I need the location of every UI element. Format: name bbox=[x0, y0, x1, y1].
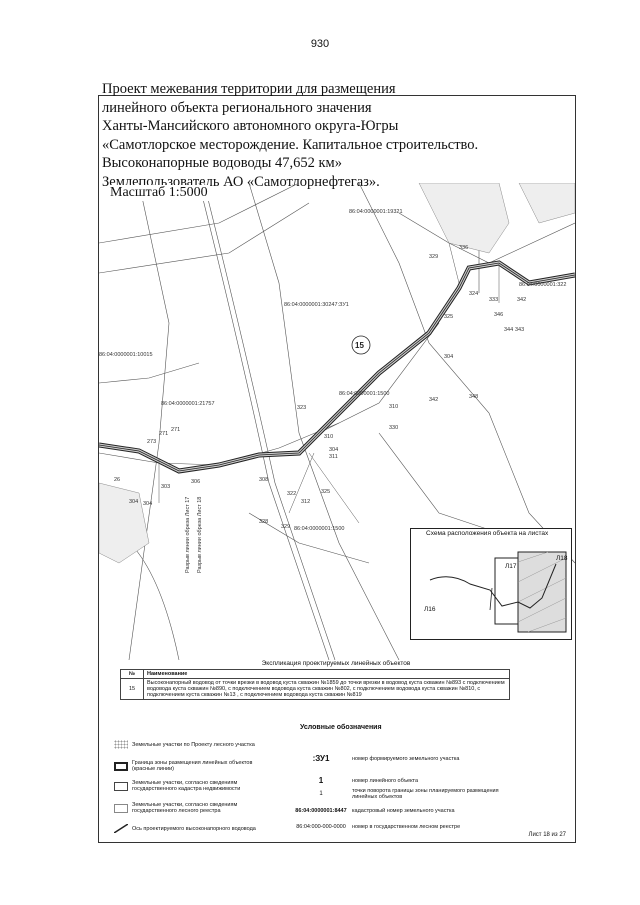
svg-text:273: 273 bbox=[147, 439, 156, 445]
table-row: 15 Высоконапорный водовод от точки врезк… bbox=[120, 678, 510, 700]
page-number: 930 bbox=[310, 38, 330, 50]
title-line: Ханты-Мансийского автономного округа-Югр… bbox=[102, 118, 399, 134]
svg-text:86:04:0000001:10015: 86:04:0000001:10015 bbox=[99, 352, 153, 358]
drawing-frame bbox=[98, 95, 576, 843]
svg-text:310: 310 bbox=[389, 404, 398, 410]
forest-swatch bbox=[114, 803, 128, 813]
svg-text:325: 325 bbox=[321, 489, 330, 495]
legend-symbol: :ЗУ1 bbox=[312, 754, 330, 763]
legend-item: 1 номер линейного объекта bbox=[290, 776, 418, 785]
svg-text:310: 310 bbox=[324, 434, 333, 440]
legend-text: Земельные участки по Проекту лесного уча… bbox=[132, 741, 255, 748]
legend-item: 86:04:0000001:8447 кадастровый номер зем… bbox=[290, 808, 455, 814]
sheet-number: Лист 18 из 27 bbox=[528, 832, 567, 838]
svg-text:304: 304 bbox=[329, 447, 338, 453]
svg-text:86:04:0000001:21757: 86:04:0000001:21757 bbox=[161, 401, 215, 407]
document-title: Проект межевания территории для размещен… bbox=[102, 80, 582, 191]
sheet-scheme-inset bbox=[410, 528, 572, 640]
svg-text:86:04:0000001:322: 86:04:0000001:322 bbox=[519, 282, 566, 288]
legend-item: Земельные участки, согласно сведениям го… bbox=[114, 780, 274, 792]
svg-text:304: 304 bbox=[444, 354, 453, 360]
cadastre-swatch bbox=[114, 781, 128, 791]
legend-text: номер линейного объекта bbox=[352, 777, 419, 784]
legend-text: номер формируемого земельного участка bbox=[352, 755, 460, 762]
legend-text: Земельные участки, согласно сведениям го… bbox=[132, 780, 241, 792]
svg-text:342: 342 bbox=[517, 297, 526, 303]
svg-text:15: 15 bbox=[355, 341, 364, 350]
svg-text:308: 308 bbox=[259, 477, 268, 483]
svg-text:348: 348 bbox=[469, 394, 478, 400]
svg-text:342: 342 bbox=[429, 397, 438, 403]
title-line: «Самотлорское месторождение. Капитальное… bbox=[102, 136, 479, 153]
svg-text:86:04:0000001:1500: 86:04:0000001:1500 bbox=[339, 391, 389, 397]
legend-symbol: 1 bbox=[318, 776, 324, 785]
svg-text:329: 329 bbox=[429, 254, 438, 260]
svg-text:344: 344 bbox=[504, 327, 513, 333]
row-num: 15 bbox=[120, 678, 144, 700]
title-line: Высоконапорные водоводы 47,652 км» bbox=[102, 155, 342, 171]
legend-text: точки поворота границы зоны планируемого… bbox=[352, 788, 499, 800]
legend-symbol: 1 bbox=[319, 791, 323, 797]
svg-text:311: 311 bbox=[329, 454, 338, 460]
svg-text:336: 336 bbox=[459, 245, 468, 251]
red-line-swatch bbox=[114, 761, 128, 771]
svg-text:328: 328 bbox=[259, 519, 268, 525]
svg-text:324: 324 bbox=[469, 291, 478, 297]
legend-title: Условные обозначения bbox=[300, 724, 382, 731]
svg-text:26: 26 bbox=[114, 477, 120, 483]
legend-text: номер в государственном лесном реестре bbox=[352, 824, 461, 830]
pipeline-axis-icon bbox=[114, 824, 128, 833]
svg-text:306: 306 bbox=[191, 479, 200, 485]
legend-symbol: 86:04:000-000-0000 bbox=[296, 824, 346, 830]
explication-section: Экспликация проектируемых линейных объек… bbox=[100, 660, 572, 700]
svg-text:86:04:0000001:30247:ЗУ1: 86:04:0000001:30247:ЗУ1 bbox=[284, 302, 349, 308]
legend-item: 1 точки поворота границы зоны планируемо… bbox=[290, 788, 510, 800]
sheet-label-17: Л17 bbox=[505, 563, 517, 570]
legend-item: Ось проектируемого высоконапорного водов… bbox=[114, 824, 284, 833]
svg-text:86:04:0000001:1500: 86:04:0000001:1500 bbox=[294, 526, 344, 532]
legend-text: Граница зоны размещения линейных объекто… bbox=[132, 760, 253, 772]
svg-text:271: 271 bbox=[171, 427, 180, 433]
svg-text:304: 304 bbox=[129, 499, 138, 505]
title-line: линейного объекта регионального значения bbox=[102, 99, 372, 116]
explication-title: Экспликация проектируемых линейных объек… bbox=[261, 660, 411, 667]
svg-text:304: 304 bbox=[143, 501, 152, 507]
legend-text: Ось проектируемого высоконапорного водов… bbox=[132, 825, 256, 832]
dotted-swatch bbox=[114, 740, 128, 749]
title-line: Проект межевания территории для размещен… bbox=[102, 81, 396, 97]
svg-text:323: 323 bbox=[297, 405, 306, 411]
row-name: Высоконапорный водовод от точки врезки в… bbox=[143, 678, 510, 700]
legend: Условные обозначения Земельные участки п… bbox=[100, 722, 572, 840]
svg-text:303: 303 bbox=[161, 484, 170, 490]
svg-text:322: 322 bbox=[287, 491, 296, 497]
inset-title: Схема расположения объекта на листах bbox=[426, 530, 549, 537]
sheet-label-16: Л16 bbox=[424, 606, 436, 613]
svg-text:343: 343 bbox=[515, 327, 524, 333]
svg-text:Разрыв линии обреза Лист 17: Разрыв линии обреза Лист 17 bbox=[185, 497, 191, 573]
svg-text:271: 271 bbox=[159, 431, 168, 437]
legend-symbol: 86:04:0000001:8447 bbox=[295, 808, 347, 814]
legend-text: кадастровый номер земельного участка bbox=[352, 808, 455, 814]
svg-text:330: 330 bbox=[389, 425, 398, 431]
svg-text:329: 329 bbox=[281, 524, 290, 530]
sheet-label-18: Л18 bbox=[556, 555, 568, 562]
legend-item: Земельные участки, согласно сведениям го… bbox=[114, 802, 274, 814]
svg-text:333: 333 bbox=[489, 297, 498, 303]
legend-item: 86:04:000-000-0000 номер в государственн… bbox=[290, 824, 460, 830]
header-num: № bbox=[120, 669, 144, 679]
svg-text:86:04:0000001:19321: 86:04:0000001:19321 bbox=[349, 209, 403, 215]
svg-text:Разрыв линии обреза Лист 18: Разрыв линии обреза Лист 18 bbox=[197, 497, 203, 573]
svg-text:312: 312 bbox=[301, 499, 310, 505]
explication-table: № Наименование 15 Высоконапорный водовод… bbox=[120, 669, 510, 700]
legend-text: Земельные участки, согласно сведениям го… bbox=[132, 802, 238, 814]
scale-label: Масштаб 1:5000 bbox=[108, 185, 210, 201]
svg-text:325: 325 bbox=[444, 314, 453, 320]
legend-item: :ЗУ1 номер формируемого земельного участ… bbox=[290, 754, 460, 763]
legend-item: Граница зоны размещения линейных объекто… bbox=[114, 760, 274, 772]
svg-text:346: 346 bbox=[494, 312, 503, 318]
legend-item: Земельные участки по Проекту лесного уча… bbox=[114, 740, 274, 749]
header-name: Наименование bbox=[143, 669, 510, 679]
